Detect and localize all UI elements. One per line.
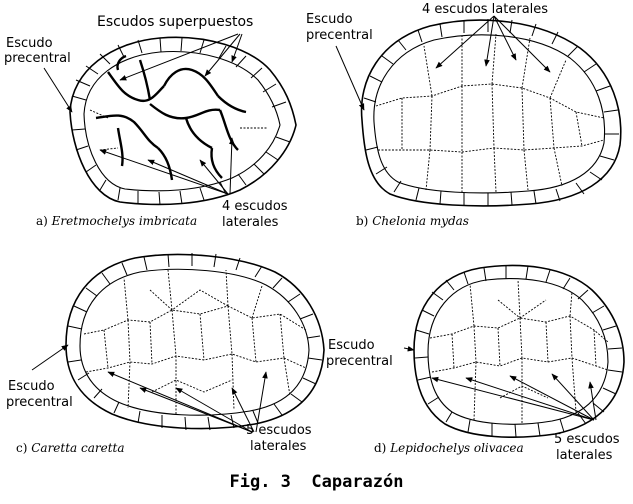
caption-c-species: Caretta caretta [31,441,125,455]
label-d-precentral-line1: Escudo [328,338,375,353]
label-c-precentral-line2: precentral [6,395,73,410]
label-b-precentral-line2: precentral [306,28,373,43]
label-d-lateral-line1: 5 escudos [554,432,620,447]
caption-b-letter: b) [356,214,369,228]
caption-a-species: Eretmochelys imbricata [51,214,198,228]
label-a-overlapping-scutes: Escudos superpuestos [97,14,254,30]
caption-c: c) Caretta caretta [16,441,125,455]
label-a-lateral-line2: laterales [222,215,279,230]
caption-d-letter: d) [374,441,387,455]
figure-title: Fig. 3 Caparazón [229,472,404,492]
label-d-lateral-line2: laterales [556,448,613,463]
shell-c [65,253,325,431]
label-b-precentral-line1: Escudo [306,12,353,27]
caption-b: b) Chelonia mydas [356,214,469,228]
caption-d-species: Lepidochelys olivacea [390,441,524,455]
caption-a: a) Eretmochelys imbricata [36,214,197,228]
label-b-lateral: 4 escudos laterales [422,2,549,17]
caption-a-letter: a) [36,214,48,228]
label-a-precentral-line2: precentral [4,51,71,66]
label-a-precentral-line1: Escudo [6,36,53,51]
label-c-lateral-line1: 5 escudos [246,423,312,438]
caption-b-species: Chelonia mydas [372,214,469,228]
shell-a [69,36,297,206]
annotation-arrows [31,15,597,433]
caption-c-letter: c) [16,441,28,455]
shell-d [413,264,625,438]
label-d-precentral-line2: precentral [326,354,393,369]
label-a-lateral-line1: 4 escudos [222,199,288,214]
label-c-precentral-line1: Escudo [8,379,55,394]
label-c-lateral-line2: laterales [250,439,307,454]
shell-b [360,19,622,207]
caption-d: d) Lepidochelys olivacea [374,441,524,455]
